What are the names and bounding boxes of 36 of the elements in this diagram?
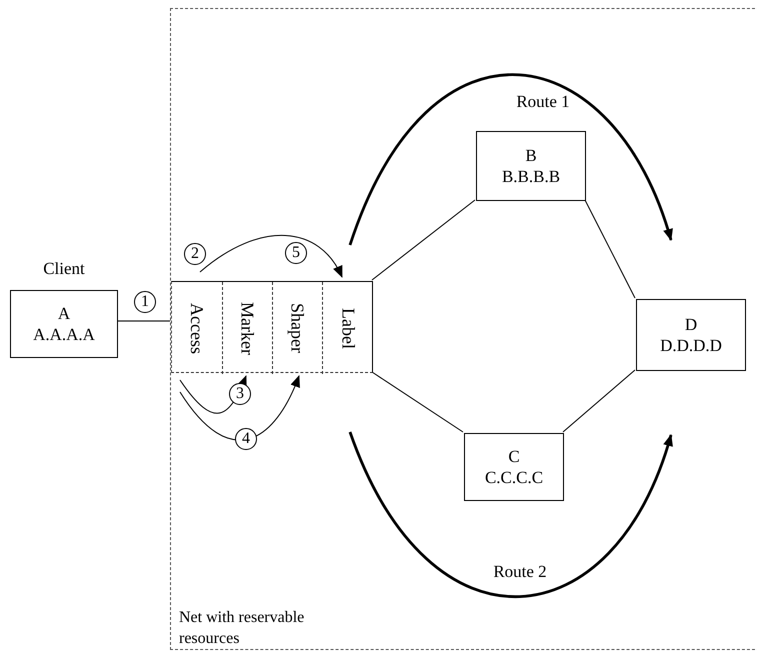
route-label: Route 1 [516,92,570,112]
router-box [636,299,746,371]
step-number: 5 [285,242,307,264]
link-line [372,200,476,280]
module-stack [171,281,373,373]
link-line [118,320,170,322]
step-number: 1 [134,291,156,313]
node-name: A [58,303,70,324]
node-address: D.D.D.D [660,335,722,356]
node-name: C [508,446,520,467]
node-name: D [684,314,698,335]
module-label: Access [187,302,207,354]
arrow [348,74,672,246]
arrow [348,431,672,598]
node-address: B.B.B.B [502,166,560,187]
module-label: Label [338,308,358,348]
arrow [200,235,342,278]
module-label: Marker [238,302,258,354]
router-box [464,433,564,501]
node-address: C.C.C.C [484,467,544,488]
link-line [562,370,636,432]
link-line [372,372,464,432]
node-caption: Client [42,258,86,279]
region-label: Net with reservable resources [179,608,306,649]
step-number: 2 [184,243,206,265]
arrow [180,375,300,441]
module-label: Shaper [288,303,308,353]
arrow [180,375,246,414]
step-number: 3 [229,383,251,405]
route-label: Route 2 [493,562,547,582]
node-name: B [525,145,537,166]
router-box [476,131,586,201]
node-address: A.A.A.A [33,324,95,345]
step-number: 4 [235,428,257,450]
link-line [584,200,636,298]
network-region [170,8,757,650]
